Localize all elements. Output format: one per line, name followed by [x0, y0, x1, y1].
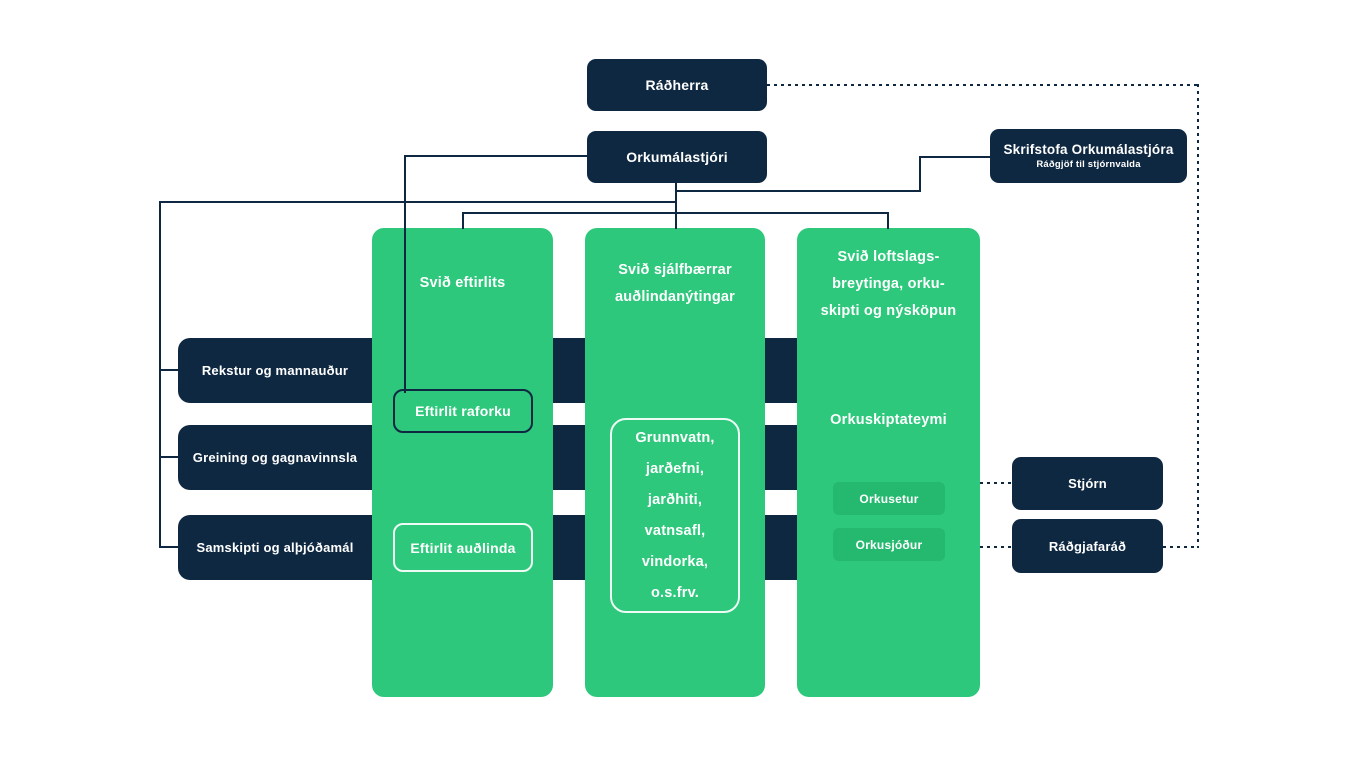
connector-stub-bar1 — [159, 369, 179, 371]
node-orkusetur: Orkusetur — [833, 482, 945, 515]
bar-greining-label: Greining og gagnavinnsla — [192, 450, 358, 465]
node-stjorn: Stjórn — [1012, 457, 1163, 510]
connector-to-office-h1 — [675, 190, 921, 192]
connector-stub-bar2 — [159, 456, 179, 458]
dotted-orkusetur-stjorn — [980, 482, 1013, 484]
node-radgjafarad: Ráðgjafaráð — [1012, 519, 1163, 573]
node-director-label: Orkumálastjóri — [626, 149, 728, 165]
connector-columns-h — [462, 212, 889, 214]
node-minister-label: Ráðherra — [645, 77, 709, 93]
column1-title: Svið eftirlits — [419, 275, 506, 291]
connector-col1-drop — [462, 212, 464, 229]
node-office-title: Skrifstofa Orkumálastjóra — [1003, 142, 1174, 157]
connector-left-bracket-v — [159, 201, 161, 548]
column-svid-sjalfbaerrar: Svið sjálfbærrar auðlindanýtingar Grunnv… — [585, 228, 765, 697]
node-eftirlit-raforku: Eftirlit raforku — [393, 389, 533, 433]
node-eftirlit-audlinda: Eftirlit auðlinda — [393, 523, 533, 572]
bar-rekstur-label: Rekstur og mannauður — [201, 363, 349, 378]
node-office-subtitle: Ráðgjöf til stjórnvalda — [1036, 159, 1141, 170]
connector-col3-drop — [887, 212, 889, 229]
connector-director-down — [675, 182, 677, 229]
bar-samskipti-label: Samskipti og alþjóðamál — [196, 540, 354, 555]
column3-title: Svið loftslags- breytinga, orku- skipti … — [820, 249, 957, 319]
column2-title: Svið sjálfbærrar auðlindanýtingar — [614, 262, 735, 305]
node-director: Orkumálastjóri — [587, 131, 767, 183]
dotted-orkusjodur-radgjafarad — [980, 546, 1013, 548]
node-office: Skrifstofa Orkumálastjóra Ráðgjöf til st… — [990, 129, 1187, 183]
connector-to-office-h2 — [919, 156, 991, 158]
connector-to-office-v — [919, 156, 921, 192]
column-svid-eftirlits: Svið eftirlits Eftirlit raforku Eftirlit… — [372, 228, 553, 697]
connector-director-to-raforku-h — [405, 155, 587, 157]
node-minister: Ráðherra — [587, 59, 767, 111]
connector-director-to-raforku-v — [404, 155, 406, 393]
node-orkuskiptateymi: Orkuskiptateymi — [830, 412, 947, 428]
dotted-right-vertical — [1197, 84, 1199, 548]
dotted-to-radgjafarad-right — [1163, 546, 1199, 548]
node-orkusjodur: Orkusjóður — [833, 528, 945, 561]
column-svid-loftslags: Svið loftslags- breytinga, orku- skipti … — [797, 228, 980, 697]
dotted-minister-right — [767, 84, 1199, 86]
node-resource-list: Grunnvatn, jarðefni, jarðhiti, vatnsafl,… — [610, 418, 740, 613]
connector-left-bracket-h — [159, 201, 677, 203]
connector-stub-bar3 — [159, 546, 179, 548]
